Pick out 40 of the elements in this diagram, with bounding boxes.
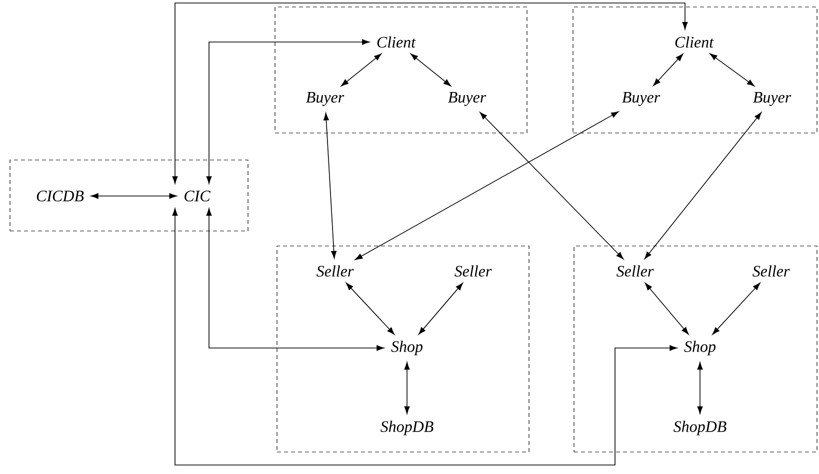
arrow: [653, 54, 684, 86]
dashed-group-box: [10, 160, 248, 232]
arrow: [710, 53, 755, 86]
arrow: [712, 282, 760, 335]
node-label: Seller: [316, 265, 354, 277]
arrow: [172, 2, 688, 184]
arrow: [644, 112, 762, 260]
node-label: Seller: [616, 265, 654, 277]
node-label: Buyer: [622, 92, 660, 106]
arrow: [206, 39, 370, 184]
node-label: Shop: [684, 340, 716, 356]
arrow: [206, 208, 384, 351]
arrow: [480, 112, 624, 260]
arrow: [340, 53, 382, 86]
node-label: Buyer: [753, 92, 792, 106]
node-label: Buyer: [306, 92, 344, 106]
arrow: [346, 282, 395, 335]
node-label: Shop: [391, 340, 423, 356]
node-label: Seller: [752, 265, 790, 277]
dashed-group-box: [276, 246, 530, 452]
dashed-group-box: [274, 6, 528, 134]
arrow: [323, 112, 337, 259]
node-label: Seller: [454, 265, 492, 277]
arrow: [404, 362, 410, 414]
node-label: Client: [675, 36, 714, 48]
dashed-group-box: [572, 6, 818, 134]
arrow: [90, 193, 177, 199]
arrow: [418, 282, 463, 335]
arrow: [410, 53, 452, 86]
dashed-group-box: [574, 246, 818, 452]
node-label: Client: [377, 36, 416, 48]
arrow: [644, 282, 689, 335]
arrow: [354, 111, 619, 260]
node-label: CIC: [184, 190, 210, 202]
node-label: ShopDB: [380, 420, 434, 436]
arrow: [172, 208, 678, 466]
node-label: Buyer: [448, 92, 486, 106]
node-label: CICDB: [36, 190, 84, 202]
arrow: [697, 362, 703, 414]
node-label: ShopDB: [674, 420, 726, 436]
